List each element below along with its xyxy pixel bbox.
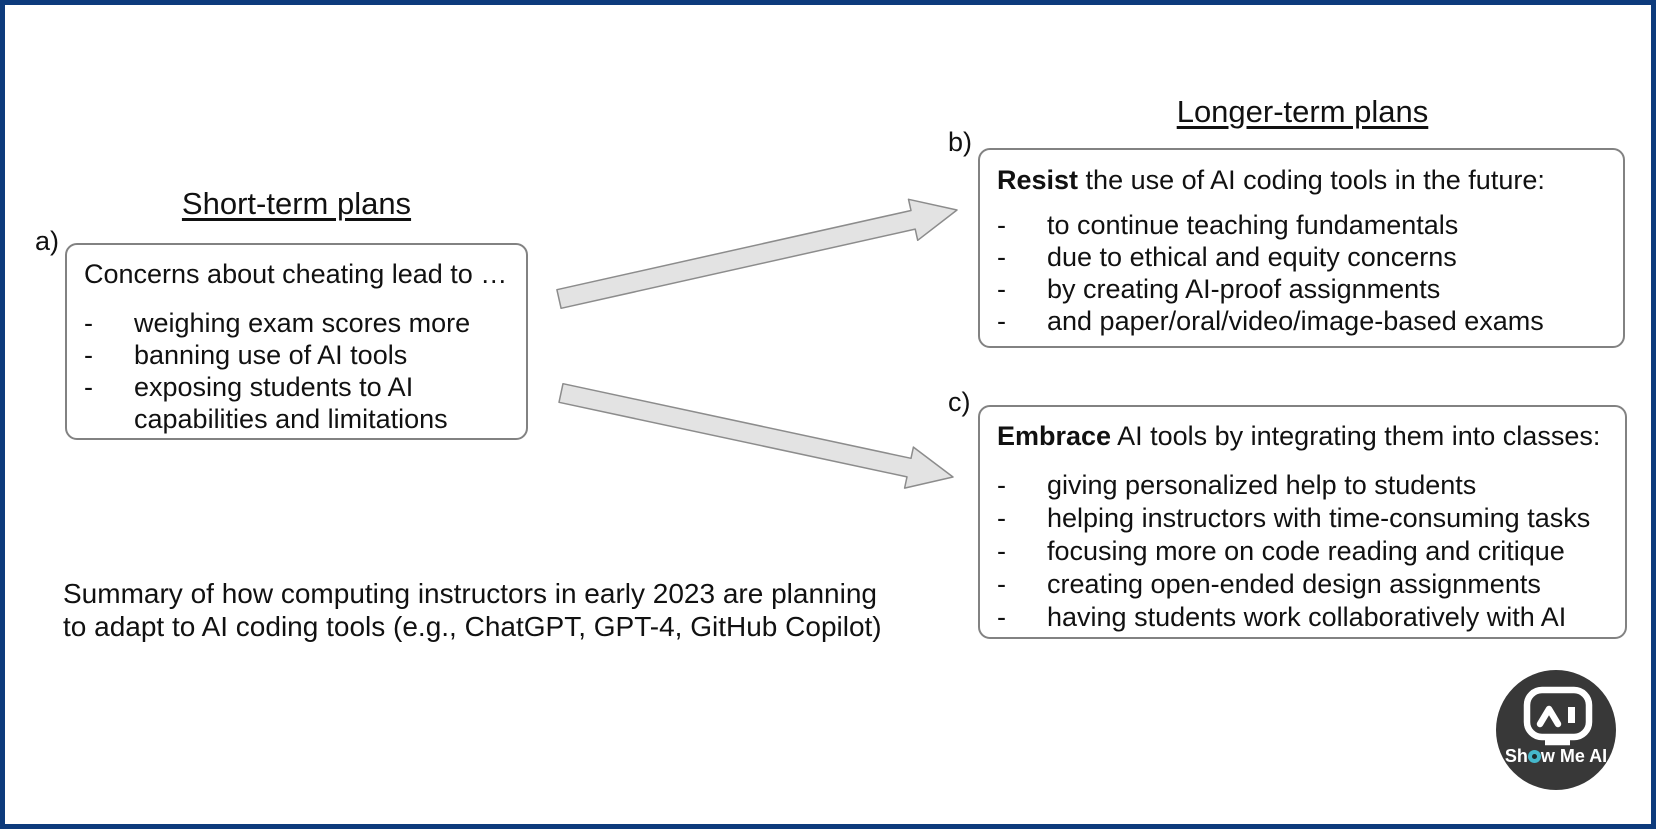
caption-line-1: Summary of how computing instructors in …: [63, 578, 877, 609]
list-item: - banning use of AI tools: [84, 339, 512, 371]
bullet-dash: -: [997, 242, 1006, 272]
resist-intro-rest: the use of AI coding tools in the future…: [1078, 165, 1545, 195]
bullet-text: banning use of AI tools: [134, 340, 408, 370]
label-b: b): [948, 127, 973, 157]
short-term-intro: Concerns about cheating lead to …: [84, 259, 508, 289]
label-a: a): [35, 226, 60, 256]
bullet-text: due to ethical and equity concerns: [1047, 242, 1457, 272]
resist-box: Resist the use of AI coding tools in the…: [978, 148, 1625, 348]
embrace-intro: Embrace AI tools by integrating them int…: [997, 420, 1611, 452]
list-item: - helping instructors with time-consumin…: [997, 502, 1611, 535]
list-item: - to continue teaching fundamentals: [997, 209, 1609, 241]
arrow-to-embrace: [558, 382, 954, 489]
embrace-lead-word: Embrace: [997, 421, 1112, 451]
bullet-dash: -: [84, 340, 93, 370]
figure-caption: Summary of how computing instructors in …: [63, 577, 882, 643]
bullet-text: weighing exam scores more: [134, 308, 471, 338]
list-item: - focusing more on code reading and crit…: [997, 535, 1611, 568]
logo-eye-icon: [1527, 750, 1541, 763]
bullet-dash: -: [997, 470, 1006, 500]
bullet-text: helping instructors with time-consuming …: [1047, 503, 1591, 533]
bullet-dash: -: [997, 210, 1006, 240]
list-item: - having students work collaboratively w…: [997, 601, 1611, 634]
bullet-dash: -: [997, 306, 1006, 336]
short-term-heading: Short-term plans: [181, 186, 412, 221]
bullet-dash: -: [84, 308, 93, 338]
bullet-dash: -: [997, 274, 1006, 304]
resist-intro: Resist the use of AI coding tools in the…: [997, 164, 1609, 196]
robot-face-icon: [1523, 686, 1593, 746]
list-item: - creating open-ended design assignments: [997, 568, 1611, 601]
bullet-dash: -: [997, 503, 1006, 533]
short-term-box: Concerns about cheating lead to … - weig…: [65, 243, 528, 440]
bullet-text: focusing more on code reading and critiq…: [1047, 536, 1565, 566]
bullet-dash: -: [84, 372, 93, 402]
bullet-text: creating open-ended design assignments: [1047, 569, 1541, 599]
bullet-text: to continue teaching fundamentals: [1047, 210, 1459, 240]
label-c: c): [948, 387, 971, 417]
logo-text-prefix: Sh: [1504, 746, 1528, 766]
bullet-text: giving personalized help to students: [1047, 470, 1477, 500]
arrow-to-resist: [556, 198, 958, 310]
resist-lead-word: Resist: [997, 165, 1079, 195]
longer-term-heading: Longer-term plans: [1176, 94, 1429, 129]
list-item: - weighing exam scores more: [84, 307, 512, 339]
bullet-text: exposing students to AI capabilities and…: [134, 372, 448, 434]
caption-line-2: to adapt to AI coding tools (e.g., ChatG…: [63, 611, 882, 642]
bullet-text: by creating AI-proof assignments: [1047, 274, 1441, 304]
list-item: - and paper/oral/video/image-based exams: [997, 305, 1609, 337]
bullet-dash: -: [997, 602, 1006, 632]
embrace-intro-rest: AI tools by integrating them into classe…: [1111, 421, 1601, 451]
embrace-box: Embrace AI tools by integrating them int…: [978, 405, 1627, 639]
list-item: - due to ethical and equity concerns: [997, 241, 1609, 273]
bullet-dash: -: [997, 569, 1006, 599]
logo-wordmark: Sh w Me AI: [1496, 746, 1616, 767]
list-item: - by creating AI-proof assignments: [997, 273, 1609, 305]
bullet-text: having students work collaboratively wit…: [1047, 602, 1567, 632]
bullet-dash: -: [997, 536, 1006, 566]
list-item: - giving personalized help to students: [997, 469, 1611, 502]
show-me-ai-logo: Sh w Me AI: [1496, 670, 1616, 790]
logo-text-suffix: w Me AI: [1540, 746, 1608, 766]
list-item: - exposing students to AI capabilities a…: [84, 371, 512, 435]
bullet-text: and paper/oral/video/image-based exams: [1047, 306, 1544, 336]
